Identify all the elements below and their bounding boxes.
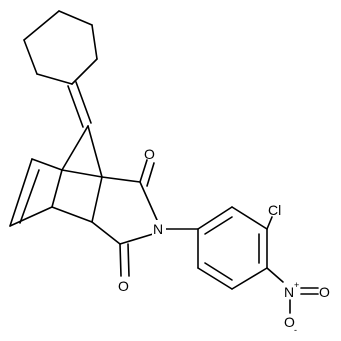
bond [101, 176, 141, 183]
nitro-oxygen-bottom-label: O [284, 314, 295, 330]
bond [139, 181, 158, 221]
nitro-oxygen-bottom-charge: - [294, 325, 297, 335]
bond [91, 221, 121, 245]
bond [204, 262, 233, 281]
bond [61, 125, 89, 171]
bond [87, 125, 103, 178]
bond [36, 73, 73, 85]
bond [91, 176, 103, 223]
bond [146, 162, 155, 187]
bond [197, 267, 233, 290]
imide-nitrogen-label: N [153, 221, 163, 237]
bond [127, 243, 130, 277]
bond [58, 10, 93, 26]
nitro-nitrogen-label: N [284, 284, 294, 300]
bond [197, 206, 233, 230]
bond [61, 169, 103, 178]
bond [139, 159, 148, 183]
bond [9, 158, 33, 227]
bond [266, 267, 284, 283]
imide-ring [91, 159, 158, 277]
bond [71, 58, 98, 85]
bond [19, 169, 40, 224]
cyclohexane-ring [23, 10, 98, 85]
bond [119, 243, 122, 277]
bond [91, 24, 98, 60]
bond [31, 158, 63, 171]
bond [231, 206, 268, 230]
bond [51, 206, 93, 223]
bond [119, 233, 154, 245]
norbornene-core [9, 125, 103, 227]
exocyclic-double-bond [67, 81, 92, 128]
bond [204, 216, 233, 235]
bond [9, 206, 53, 227]
bond [51, 169, 63, 208]
bond [266, 216, 273, 230]
bond [67, 85, 84, 128]
carbonyl-oxygen-top-label: O [144, 146, 155, 162]
bond [75, 81, 92, 124]
aryl-ring [197, 206, 268, 290]
bond [231, 267, 268, 290]
nitro-nitrogen-charge: + [294, 280, 299, 290]
bond [23, 39, 38, 75]
nitro-oxygen-right-label: O [319, 284, 330, 300]
chlorine-label: Cl [268, 202, 281, 218]
bond [23, 10, 60, 41]
carbonyl-oxygen-bottom-label: O [118, 278, 129, 294]
